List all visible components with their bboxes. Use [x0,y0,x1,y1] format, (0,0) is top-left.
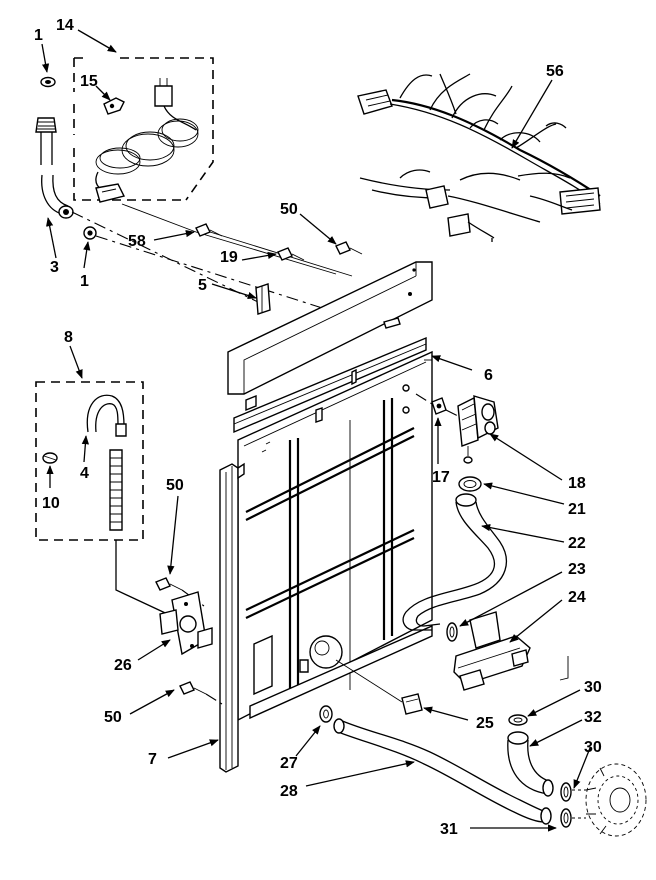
screw-50-low [179,681,207,695]
screw-50-mid [155,577,183,591]
callout-7: 7 [148,751,157,768]
screw-58 [195,223,223,237]
part-22-fill-hose [402,493,508,631]
part-27-clamp [319,705,333,723]
part-15-clip [103,97,125,115]
drain-pump [572,763,647,837]
callout-1-top: 1 [34,27,43,44]
part-1-washer-top [40,76,56,88]
callout-30-top: 30 [584,679,602,696]
part-30-clamp-top [508,714,528,726]
callout-1-bottom: 1 [80,273,89,290]
callout-labels: 14 1 15 56 50 58 19 3 1 5 8 6 4 10 17 18… [34,17,602,838]
callout-58: 58 [128,233,146,250]
callout-14: 14 [56,17,74,34]
part-14-cord-group [73,57,214,203]
part-56-wire-harness [357,73,601,242]
power-cord-coil [95,105,199,191]
callout-22: 22 [568,535,586,552]
part-8-drain-group [35,381,144,541]
screw-19 [277,247,305,261]
callout-27: 27 [280,755,298,772]
callout-10: 10 [42,495,60,512]
callout-26: 26 [114,657,132,674]
screw-50-top [335,241,363,255]
part-28-drain-hose [333,718,547,823]
part-5-bracket [255,283,271,315]
callout-4: 4 [80,465,89,482]
callout-56: 56 [546,63,564,80]
callout-24: 24 [568,589,586,606]
part-30-clamp-mid [560,782,572,802]
callout-30-mid: 30 [584,739,602,756]
callout-50-mid: 50 [166,477,184,494]
callout-25: 25 [476,715,494,732]
part-25-plug [401,693,423,715]
callout-15: 15 [80,73,98,90]
part-21-clamp [458,476,482,492]
part-18-water-valve [457,395,499,464]
callout-8: 8 [64,329,73,346]
callout-32: 32 [584,709,602,726]
callout-28: 28 [280,783,298,800]
callout-17: 17 [432,469,450,486]
part-24-siphon-break [453,611,531,691]
callout-31: 31 [440,821,458,838]
part-3-inlet-hose [35,117,74,219]
part-4-drain-hose [86,394,127,531]
part-26-pump-bracket [159,591,213,656]
screws [155,223,363,695]
callout-5: 5 [198,277,207,294]
part-31-clamp [560,808,572,828]
callout-21: 21 [568,501,586,518]
part-7-side-rail [219,462,245,773]
callout-19: 19 [220,249,238,266]
callout-50-top: 50 [280,201,298,218]
part-32-pump-hose [507,731,553,795]
rear-panel [227,261,433,722]
part-10-clamp [42,452,58,464]
callout-23: 23 [568,561,586,578]
callout-18: 18 [568,475,586,492]
callout-6: 6 [484,367,493,384]
part-23-clamp [446,622,458,642]
callout-50-low: 50 [104,709,122,726]
callout-3: 3 [50,259,59,276]
leader-arrows [41,29,591,832]
part-1-washer-bottom [83,226,97,240]
part-17-nut [431,397,447,415]
